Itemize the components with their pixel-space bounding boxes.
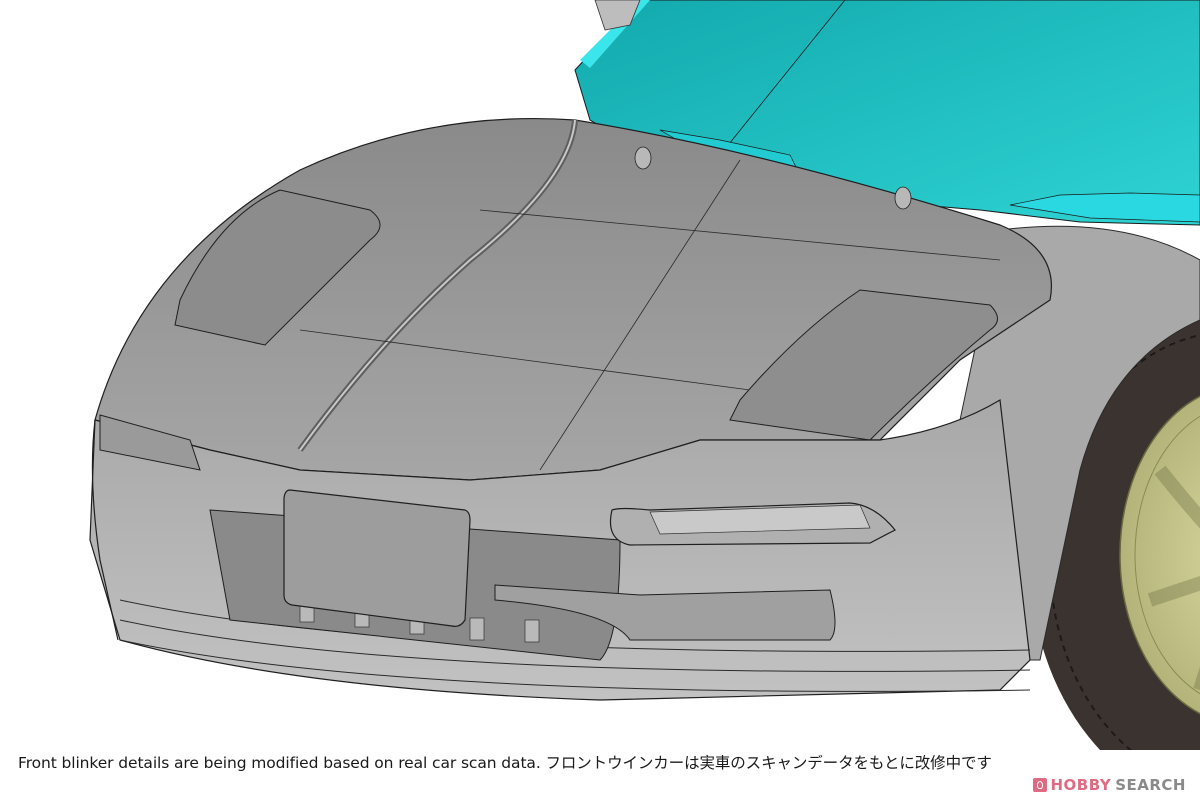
car-render-illustration — [89, 0, 1200, 750]
blinker-left — [99, 414, 201, 471]
headlight-lid-left — [174, 189, 381, 346]
mirror-stub — [594, 0, 641, 31]
front-bumper — [89, 399, 1031, 701]
front-fender — [959, 225, 1200, 661]
hood — [94, 118, 1052, 481]
headlight-lid-right — [729, 289, 998, 441]
license-plate — [283, 489, 471, 627]
watermark-hobby-text: HOBBY — [1050, 776, 1112, 794]
watermark-search-text: SEARCH — [1115, 776, 1186, 794]
hobby-search-watermark: HOBBY SEARCH — [1032, 775, 1187, 795]
hobby-search-logo-icon — [1032, 778, 1047, 792]
image-caption: Front blinker details are being modified… — [18, 754, 992, 772]
washer-nozzle-right — [894, 186, 912, 210]
washer-nozzle-left — [634, 146, 652, 170]
